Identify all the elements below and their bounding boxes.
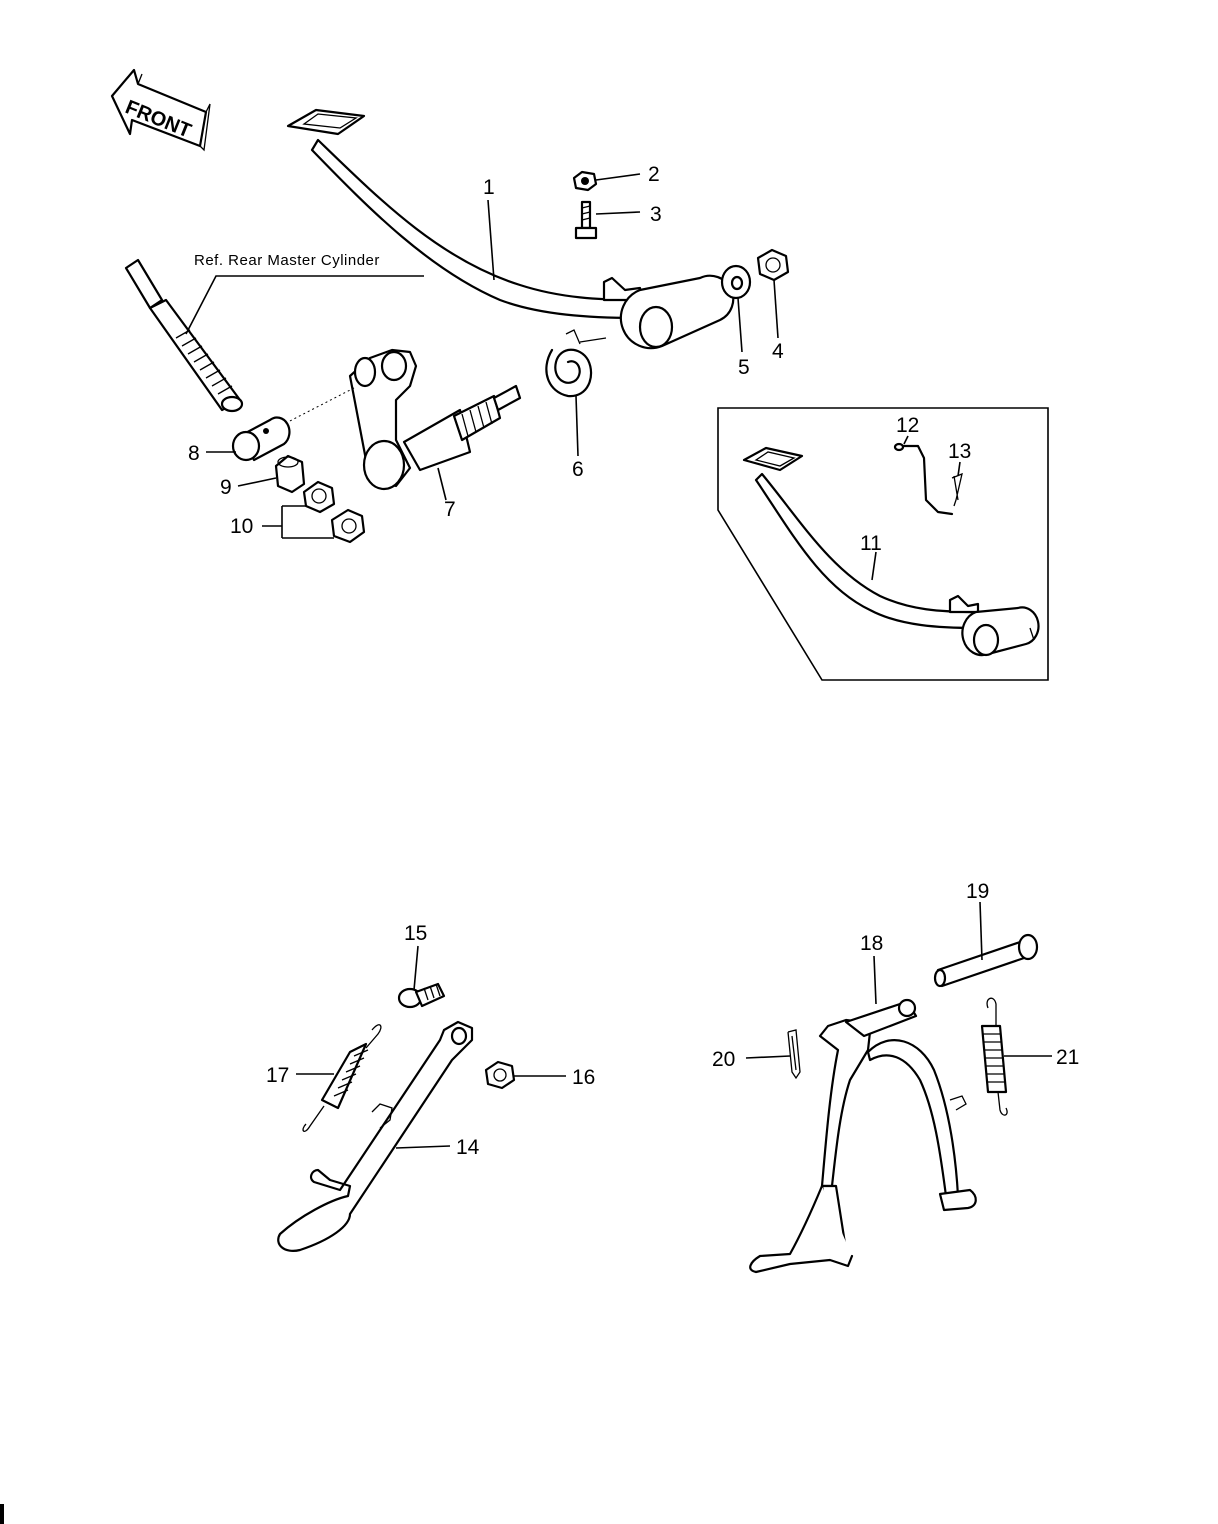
ref-note-text: Ref. Rear Master Cylinder [194,252,380,269]
callout-4: 4 [772,340,784,363]
callout-9: 9 [220,476,232,499]
callout-16: 16 [572,1066,595,1089]
bushing-9 [274,454,306,494]
nut-2 [572,170,598,192]
brake-shaft-7 [283,348,522,491]
cotter-pin-13 [951,472,963,507]
callout-17: 17 [266,1064,289,1087]
bolt-15 [397,982,446,1009]
callout-labels: 1 2 3 4 5 6 7 8 9 10 11 12 13 14 15 16 1… [188,163,1079,1159]
callout-5: 5 [738,356,750,379]
bolt-3 [574,200,598,240]
spring-6 [545,329,607,398]
callout-8: 8 [188,442,200,465]
callout-12: 12 [896,414,919,437]
callout-1: 1 [483,176,495,199]
callout-14: 14 [456,1136,480,1159]
callout-18: 18 [860,932,883,955]
leader-lines [206,173,1052,1149]
callout-21: 21 [1056,1046,1079,1069]
nut-10b [330,508,366,544]
pin-19 [933,933,1039,988]
washer-5 [720,264,752,300]
callout-19: 19 [966,880,989,903]
callout-6: 6 [572,458,584,481]
callout-13: 13 [948,440,971,463]
nut-10a [302,480,336,514]
front-arrow-icon: FRONT [110,68,211,152]
inset-alt-pedal [717,407,1049,681]
brake-pedal [286,108,735,350]
side-stand-14 [277,1020,474,1252]
callout-7: 7 [444,498,456,521]
ref-note: Ref. Rear Master Cylinder [185,252,424,335]
callout-15: 15 [404,922,427,945]
nut-4 [756,248,790,282]
cotter-pin-20 [787,1029,801,1080]
nut-16 [484,1060,516,1090]
callout-10: 10 [230,515,253,538]
spring-17 [302,1024,382,1132]
pin-12 [893,442,954,516]
master-cylinder-rod [124,258,244,413]
callout-3: 3 [650,203,662,226]
callout-20: 20 [712,1048,735,1071]
spring-21 [980,997,1008,1116]
clevis-8 [231,416,291,462]
page-edge-mark [0,1504,4,1524]
callout-11: 11 [860,532,882,555]
callout-2: 2 [648,163,660,186]
center-stand-18 [749,998,977,1274]
